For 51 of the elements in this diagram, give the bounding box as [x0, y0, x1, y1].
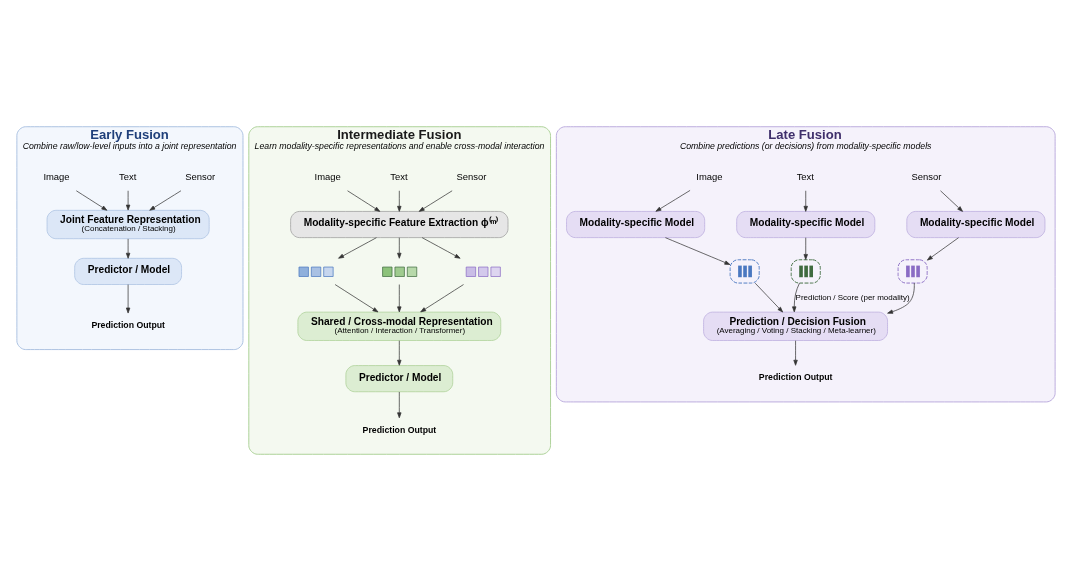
node-box — [790, 259, 821, 284]
arrow — [793, 340, 798, 366]
node-box: Predictor / Model — [345, 365, 454, 393]
node-box — [729, 259, 760, 284]
arrow — [665, 237, 731, 265]
arrow — [940, 190, 963, 212]
arrow — [75, 190, 108, 211]
arrow — [397, 237, 402, 259]
node-box: Joint Feature Representation (Concatenation / Stacking) — [46, 209, 210, 240]
node-text: Text — [390, 171, 408, 183]
arrow — [334, 284, 379, 313]
arrow — [421, 237, 461, 259]
node-text: Image — [696, 171, 723, 183]
node-box: Shared / Cross-modal Representation (Attention / Interaction / Transformer) — [297, 311, 502, 341]
node-box — [897, 259, 928, 284]
node-text: Text — [796, 171, 814, 183]
node-text: Prediction Output — [758, 372, 833, 383]
arrow — [347, 190, 381, 212]
node-text: Sensor — [911, 171, 942, 183]
arrow — [125, 190, 131, 211]
node-box: Modality-specific Model — [906, 211, 1046, 238]
arrow — [397, 391, 402, 419]
node-text: Sensor — [185, 171, 216, 183]
node-box: Prediction / Decision Fusion (Averaging / Voting / Stacking / Meta-learner) — [703, 311, 888, 341]
arrow — [338, 237, 377, 259]
arrow — [397, 190, 402, 212]
arrow — [655, 190, 691, 212]
arrow — [397, 284, 402, 313]
node-text: Text — [119, 171, 137, 183]
arrow — [754, 282, 784, 313]
arrow — [887, 282, 915, 314]
node-text: Prediction Output — [91, 319, 166, 330]
arrow — [125, 284, 131, 314]
arrow — [926, 237, 959, 261]
arrow — [803, 190, 808, 212]
node-box: Modality-specific Model — [736, 211, 876, 238]
edge-label: Prediction / Score (per modality) — [795, 293, 910, 303]
arrow — [149, 190, 182, 211]
node-box: Modality-specific Feature Extraction ϕ⁽ᵐ⁾ — [290, 211, 509, 238]
arrow — [125, 238, 131, 259]
arrow — [420, 284, 464, 313]
node-text: Sensor — [456, 171, 487, 183]
arrow — [792, 282, 800, 313]
node-text: Image — [43, 171, 70, 183]
arrow — [418, 190, 453, 212]
node-box: Modality-specific Model — [566, 211, 706, 238]
node-text: Image — [314, 171, 341, 183]
node-text: Prediction Output — [362, 424, 437, 435]
arrow — [397, 340, 402, 366]
node-box: Predictor / Model — [74, 257, 182, 285]
arrow — [803, 237, 808, 260]
